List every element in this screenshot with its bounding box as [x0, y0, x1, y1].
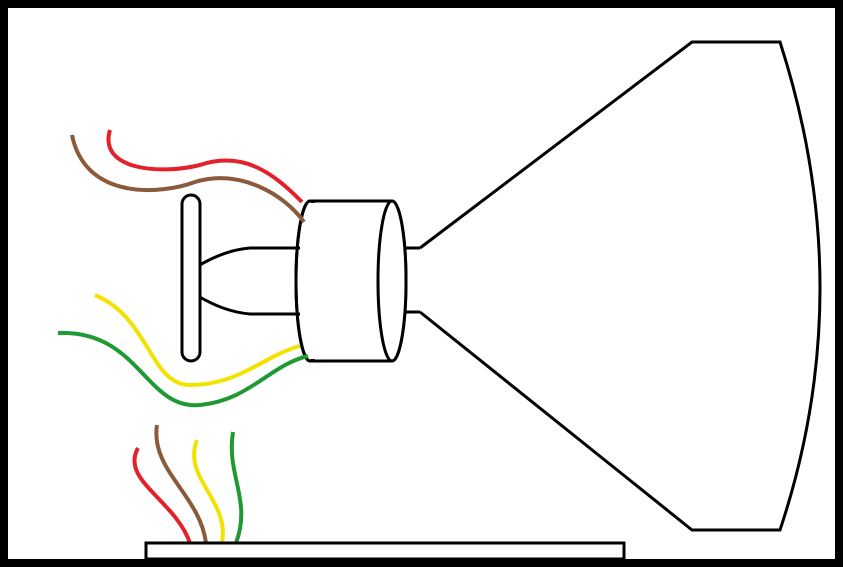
wire-green-yoke — [57, 330, 309, 408]
electron-gun-connector — [197, 246, 300, 316]
electron-gun-plate — [180, 193, 202, 363]
wire-yellow-yoke — [94, 293, 301, 388]
deflection-yoke — [294, 199, 408, 363]
wire-yellow-board — [192, 439, 225, 544]
base-board — [144, 541, 626, 561]
wire-brown-board — [154, 424, 208, 544]
wire-red-yoke — [106, 129, 304, 204]
crt-tube-bell — [419, 40, 822, 532]
wire-green-board — [229, 431, 244, 544]
wire-brown-yoke — [70, 134, 306, 224]
wire-red-board — [132, 447, 192, 544]
